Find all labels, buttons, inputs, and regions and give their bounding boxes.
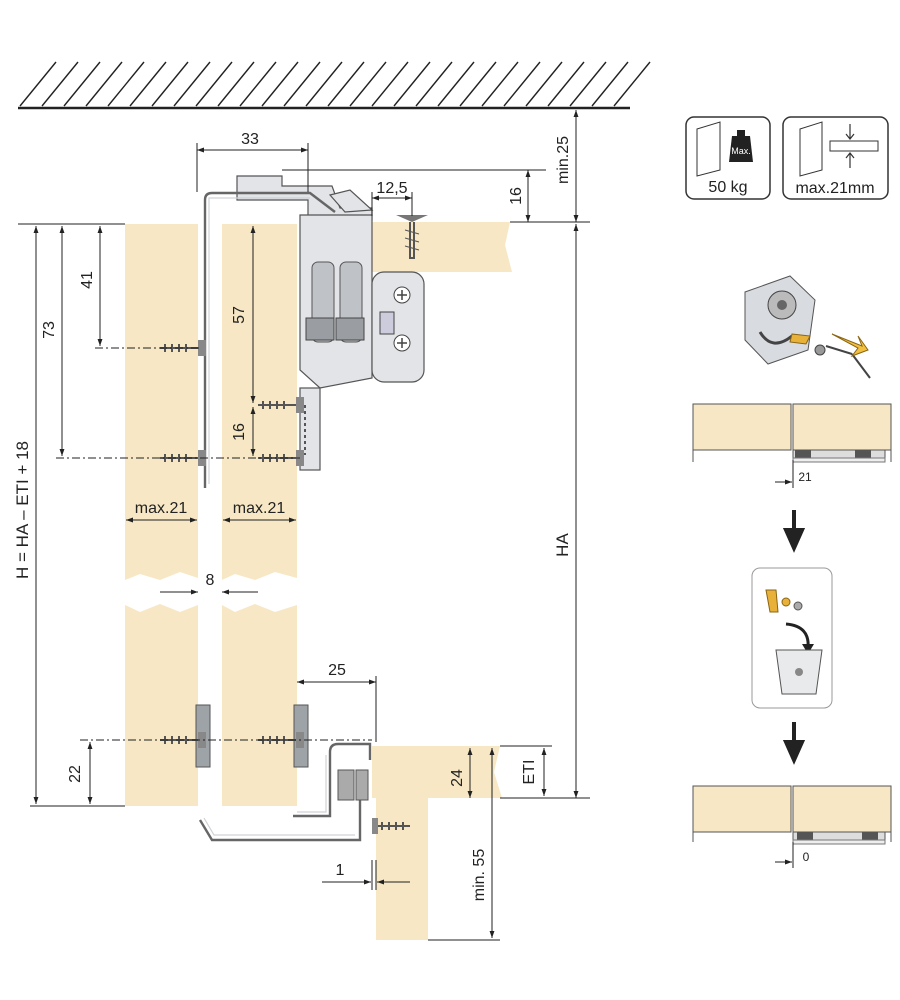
door-profiles [195, 191, 372, 842]
weight-icon [729, 136, 753, 162]
door-icon [799, 121, 823, 177]
dim-max21-left: max.21 [135, 500, 188, 517]
outer-door-upper [125, 224, 198, 580]
dim-16-mid: 16 [231, 423, 248, 441]
inner-door-lower [222, 604, 297, 806]
dim-33: 33 [241, 131, 259, 148]
thickness-icon [845, 124, 855, 168]
gap-after-label: 0 [803, 850, 810, 864]
side-panel [376, 798, 428, 940]
spec-load-box: Max. 50 kg [685, 116, 771, 200]
arrow-down-icon [782, 722, 806, 765]
dim-24: 24 [449, 769, 466, 787]
thickness-label: max.21mm [795, 180, 874, 197]
load-label: 50 kg [708, 179, 747, 196]
dim-57: 57 [231, 306, 248, 324]
gap-before-label: 21 [798, 470, 812, 484]
outer-door-lower [125, 604, 198, 806]
step-before: 21 [692, 403, 892, 488]
adjuster-illustration [744, 275, 871, 379]
door-icon [696, 121, 721, 177]
dim-1: 1 [336, 862, 345, 879]
ceiling [18, 61, 651, 110]
weight-tag: Max. [731, 146, 751, 156]
top-mechanism [236, 175, 428, 471]
dim-73: 73 [41, 321, 58, 339]
spec-thickness-box: max.21mm [782, 116, 889, 200]
dim-h-formula: H = HA – ETI + 18 [13, 441, 32, 579]
dim-41: 41 [79, 271, 96, 289]
dim-max21-right: max.21 [233, 500, 286, 517]
disposal-step [751, 567, 833, 709]
dim-min25: min.25 [555, 136, 572, 184]
dimension-lines: 33 12,5 16 min.25 HA 41 73 H = HA – ETI … [13, 110, 590, 941]
dim-eti: ETI [521, 760, 538, 785]
step-after: 0 [692, 785, 892, 868]
dim-8: 8 [206, 572, 215, 589]
dim-22: 22 [67, 765, 84, 783]
dim-min55: min. 55 [471, 849, 488, 902]
dim-25: 25 [328, 662, 346, 679]
bottom-shelf [372, 746, 502, 798]
arrow-down-icon [782, 510, 806, 553]
dim-16-top: 16 [508, 187, 525, 205]
dim-12-5: 12,5 [376, 180, 407, 197]
dim-ha: HA [553, 533, 572, 557]
top-shelf [340, 222, 512, 272]
inner-door-upper [222, 224, 297, 580]
